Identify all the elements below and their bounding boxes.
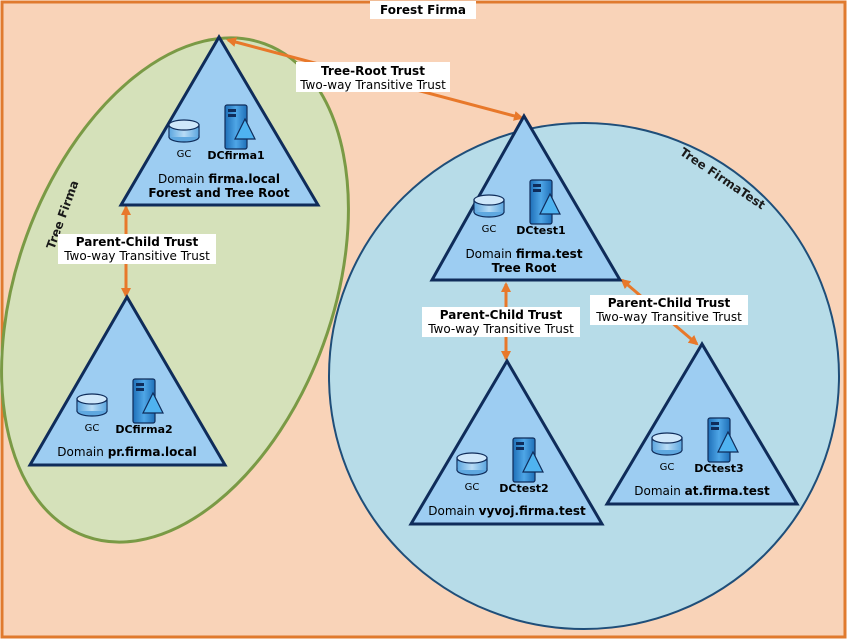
domain-name-label: Domain at.firma.test (634, 484, 770, 498)
domain-vyvoj-firma-test[interactable]: Domain vyvoj.firma.test GC DCtest2 (408, 358, 605, 526)
database-icon (456, 452, 488, 476)
domain-prefix: Domain (57, 445, 107, 459)
dc-label: DCfirma1 (207, 149, 264, 162)
domain-at-firma-test[interactable]: Domain at.firma.test GC DCtest3 (604, 341, 800, 506)
trust-subtitle: Two-way Transitive Trust (427, 322, 574, 336)
domain-prefix: Domain (158, 172, 208, 186)
domain-triangle (27, 294, 228, 467)
domain-prefix: Domain (465, 247, 515, 261)
trust-subtitle: Two-way Transitive Trust (63, 249, 210, 263)
domain-name-label: Domain pr.firma.local (57, 445, 196, 459)
domain-prefix: Domain (634, 484, 684, 498)
domain-triangle (408, 358, 605, 526)
server-icon (132, 378, 164, 424)
trust-label-parent-child-vyvoj: Parent-Child Trust Two-way Transitive Tr… (422, 307, 580, 337)
server-icon (512, 437, 544, 483)
domain-name: at.firma.test (685, 484, 770, 498)
domain-role: Tree Root (492, 261, 557, 275)
domain-role: Forest and Tree Root (148, 186, 289, 200)
database-icon (168, 119, 200, 143)
database-icon (76, 393, 108, 417)
trust-subtitle: Two-way Transitive Trust (299, 78, 446, 92)
gc-label: GC (482, 224, 497, 235)
domain-triangle (118, 34, 321, 207)
domain-name-label: Domain firma.test (465, 247, 582, 261)
domain-pr-firma-local[interactable]: Domain pr.firma.local GC DCfirma2 (27, 294, 228, 467)
dc-label: DCtest1 (516, 224, 565, 237)
trust-title: Parent-Child Trust (76, 235, 199, 249)
gc-label: GC (177, 149, 192, 160)
forest-title: Forest Firma (380, 3, 466, 17)
trust-title: Tree-Root Trust (321, 64, 425, 78)
forest-title-bg (370, 1, 476, 19)
server-icon (707, 417, 739, 463)
trust-title: Parent-Child Trust (608, 296, 731, 310)
domain-name: firma.local (208, 172, 280, 186)
trust-label-parent-child-firma: Parent-Child Trust Two-way Transitive Tr… (58, 234, 216, 264)
domain-name: vyvoj.firma.test (479, 504, 586, 518)
dc-label: DCtest2 (499, 482, 548, 495)
database-icon (473, 194, 505, 218)
database-icon (651, 432, 683, 456)
domain-name: firma.test (516, 247, 583, 261)
server-icon (529, 179, 561, 225)
trust-subtitle: Two-way Transitive Trust (595, 310, 742, 324)
domain-name: pr.firma.local (108, 445, 197, 459)
server-icon (224, 104, 256, 150)
trust-title: Parent-Child Trust (440, 308, 563, 322)
dc-label: DCtest3 (694, 462, 743, 475)
trust-label-tree-root: Tree-Root Trust Two-way Transitive Trust (296, 62, 450, 92)
gc-label: GC (660, 462, 675, 473)
dc-label: DCfirma2 (115, 423, 172, 436)
domain-name-label: Domain vyvoj.firma.test (428, 504, 586, 518)
domain-prefix: Domain (428, 504, 478, 518)
gc-label: GC (465, 482, 480, 493)
domain-name-label: Domain firma.local (158, 172, 280, 186)
trust-label-parent-child-at: Parent-Child Trust Two-way Transitive Tr… (590, 295, 748, 325)
gc-label: GC (85, 423, 100, 434)
domain-triangle (604, 341, 800, 506)
